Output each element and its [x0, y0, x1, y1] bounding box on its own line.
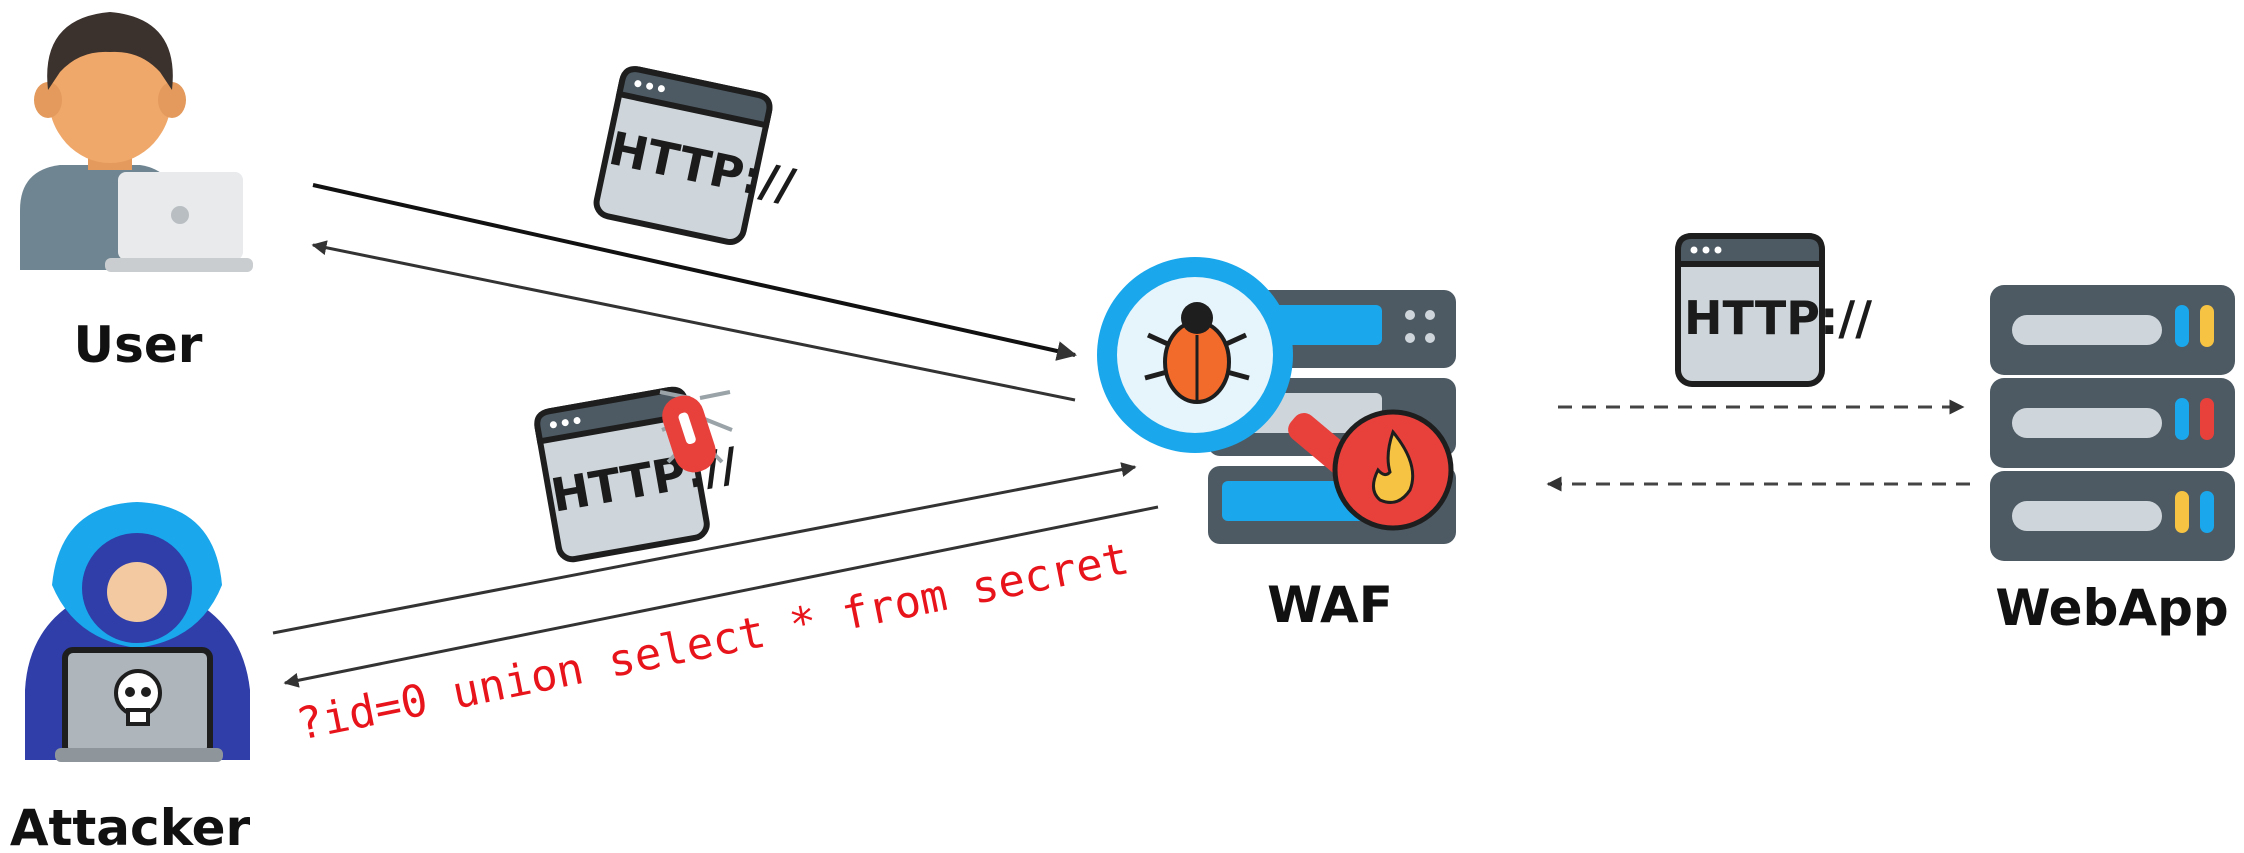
- user-label: User: [74, 316, 203, 374]
- forwarded-request-http-label: HTTP://: [1684, 291, 1872, 345]
- webapp-server-icon: [1990, 285, 2235, 561]
- waf-label: WAF: [1267, 576, 1393, 634]
- fire-icon: [1335, 412, 1451, 528]
- sql-injection-payload: ?id=0 union select * from secret: [292, 533, 1133, 751]
- user-request-packet-icon: HTTP://: [594, 67, 811, 253]
- user-icon: [20, 12, 253, 272]
- attack-request-packet-icon: HTTP://: [535, 381, 748, 562]
- forwarded-request-packet-icon: HTTP://: [1678, 236, 1872, 384]
- attacker-icon: [25, 502, 250, 762]
- attacker-label: Attacker: [10, 799, 251, 853]
- webapp-label: WebApp: [1995, 579, 2228, 637]
- waf-icon: [1097, 257, 1456, 544]
